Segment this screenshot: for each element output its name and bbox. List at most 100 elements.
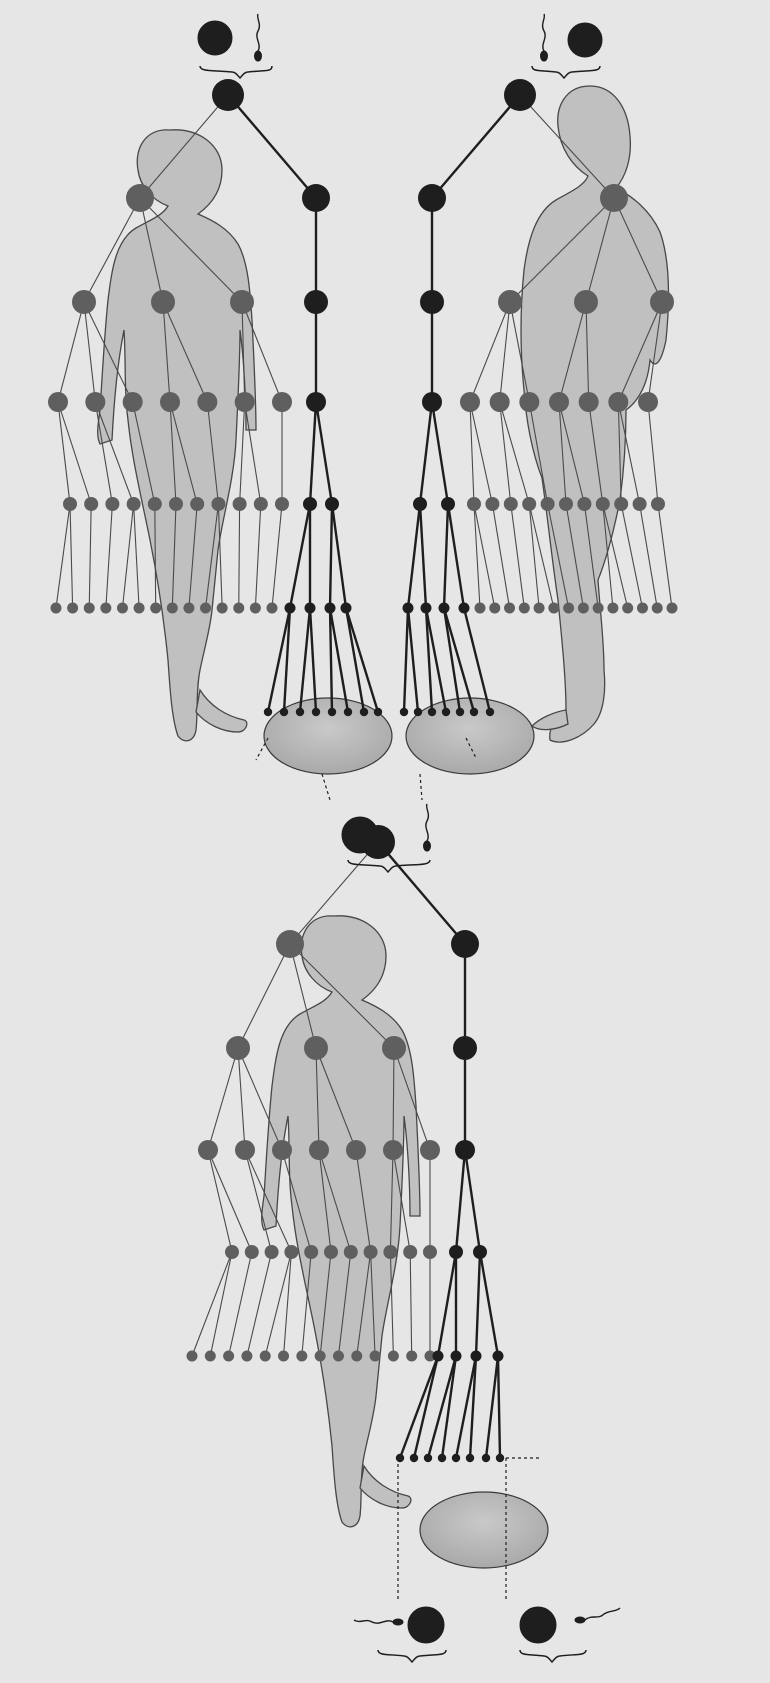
mother-tree-soma-node (48, 392, 68, 412)
father-tree-soma-node (596, 497, 610, 511)
mother-tree-germline-node (302, 184, 330, 212)
offspring-tree-germ-cell-node (452, 1454, 460, 1462)
mother-tree-soma-node (51, 603, 62, 614)
mother-tree-germline-node (305, 603, 316, 614)
father-tree-germline-node (439, 603, 450, 614)
offspring-tree-germline-node (493, 1351, 504, 1362)
mother-tree-soma-node (250, 603, 261, 614)
father-tree-germ-cell-node (414, 708, 422, 716)
offspring-tree-soma-node (370, 1351, 381, 1362)
father-tree-soma-node (549, 392, 569, 412)
father-tree-soma-node (637, 603, 648, 614)
father-tree-germline-node (459, 603, 470, 614)
offspring-tree-soma-node (383, 1140, 403, 1160)
mother-tree-soma-node (126, 184, 154, 212)
father-tree-soma-node (578, 603, 589, 614)
offspring-tree-soma-node (382, 1036, 406, 1060)
offspring-tree-germline-node (451, 930, 479, 958)
offspring-tree-soma-node (315, 1351, 326, 1362)
offspring-tree-soma-node (235, 1140, 255, 1160)
father-tree-soma-node (622, 603, 633, 614)
offspring-tree-soma-node (304, 1036, 328, 1060)
offspring-tree-soma-node (205, 1351, 216, 1362)
offspring-tree-germline-node (471, 1351, 482, 1362)
father-tree-germ-cell-node (428, 708, 436, 716)
father-tree-soma-node (504, 497, 518, 511)
offspring-tree-germline-node (453, 1036, 477, 1060)
mother-tree-soma-node (151, 290, 175, 314)
mother-tree-soma-node (67, 603, 78, 614)
father-tree-germ-cell-node (400, 708, 408, 716)
father-tree-germline-node (422, 392, 442, 412)
father-tree-soma-node (460, 392, 480, 412)
offspring-tree-soma-node (272, 1140, 292, 1160)
offspring-tree-soma-node (245, 1245, 259, 1259)
offspring-tree-germ-cell-node (396, 1454, 404, 1462)
father-tree-soma-node (608, 392, 628, 412)
mother-tree-germ-cell-node (312, 708, 320, 716)
mother-tree-root-node (212, 79, 244, 111)
father-tree-germline-node (441, 497, 455, 511)
germ-pool-offspring (420, 1492, 548, 1568)
father-tree-soma-node (600, 184, 628, 212)
father-tree-soma-node (504, 603, 515, 614)
father-tree-germline-node (421, 603, 432, 614)
egg-cell-middle (342, 817, 378, 853)
offspring-tree-soma-node (225, 1245, 239, 1259)
mother-tree-soma-node (230, 290, 254, 314)
mother-tree-germline-node (306, 392, 326, 412)
mother-tree-germ-cell-node (264, 708, 272, 716)
offspring-tree-soma-node (309, 1140, 329, 1160)
offspring-tree-germline-node (473, 1245, 487, 1259)
offspring-tree-soma-node (383, 1245, 397, 1259)
mother-tree-soma-node (167, 603, 178, 614)
father-tree-soma-node (633, 497, 647, 511)
father-tree-soma-node (638, 392, 658, 412)
mother-tree-soma-node (267, 603, 278, 614)
offspring-tree-soma-node (278, 1351, 289, 1362)
father-tree-soma-node (607, 603, 618, 614)
offspring-tree-germ-cell-node (424, 1454, 432, 1462)
offspring-tree-soma-node (198, 1140, 218, 1160)
father-tree-soma-node (651, 497, 665, 511)
offspring-tree-soma-node (420, 1140, 440, 1160)
mother-tree-germline-node (341, 603, 352, 614)
father-tree-germ-cell-node (470, 708, 478, 716)
mother-tree-soma-node (117, 603, 128, 614)
offspring-tree-soma-node (296, 1351, 307, 1362)
offspring-tree-soma-node (226, 1036, 250, 1060)
mother-tree-germ-cell-node (296, 708, 304, 716)
offspring-tree-soma-node (265, 1245, 279, 1259)
mother-tree-soma-node (63, 497, 77, 511)
egg-cell-top-right (568, 23, 602, 57)
offspring-tree-soma-node (241, 1351, 252, 1362)
mother-tree-soma-node (217, 603, 228, 614)
offspring-tree-soma-node (351, 1351, 362, 1362)
father-tree-soma-node (489, 603, 500, 614)
father-tree-soma-node (485, 497, 499, 511)
father-tree-soma-node (498, 290, 522, 314)
father-tree-germ-cell-node (486, 708, 494, 716)
father-tree-germ-cell-node (442, 708, 450, 716)
mother-tree-soma-node (190, 497, 204, 511)
mother-tree-soma-node (197, 392, 217, 412)
father-tree-germ-cell-node (456, 708, 464, 716)
mother-tree-soma-node (183, 603, 194, 614)
father-tree-soma-node (519, 392, 539, 412)
mother-tree-soma-node (272, 392, 292, 412)
mother-tree-germ-cell-node (360, 708, 368, 716)
offspring-tree-germ-cell-node (410, 1454, 418, 1462)
offspring-tree-germ-cell-node (466, 1454, 474, 1462)
offspring-tree-soma-node (324, 1245, 338, 1259)
offspring-tree-germline-node (433, 1351, 444, 1362)
offspring-tree-soma-node (344, 1245, 358, 1259)
father-tree-soma-node (475, 603, 486, 614)
egg-cell-top-left (198, 21, 232, 55)
mother-tree-soma-node (169, 497, 183, 511)
father-tree-soma-node (522, 497, 536, 511)
mother-tree-germline-node (325, 497, 339, 511)
offspring-tree-germ-cell-node (482, 1454, 490, 1462)
mother-tree-soma-node (123, 392, 143, 412)
offspring-tree-soma-node (304, 1245, 318, 1259)
mother-tree-soma-node (148, 497, 162, 511)
